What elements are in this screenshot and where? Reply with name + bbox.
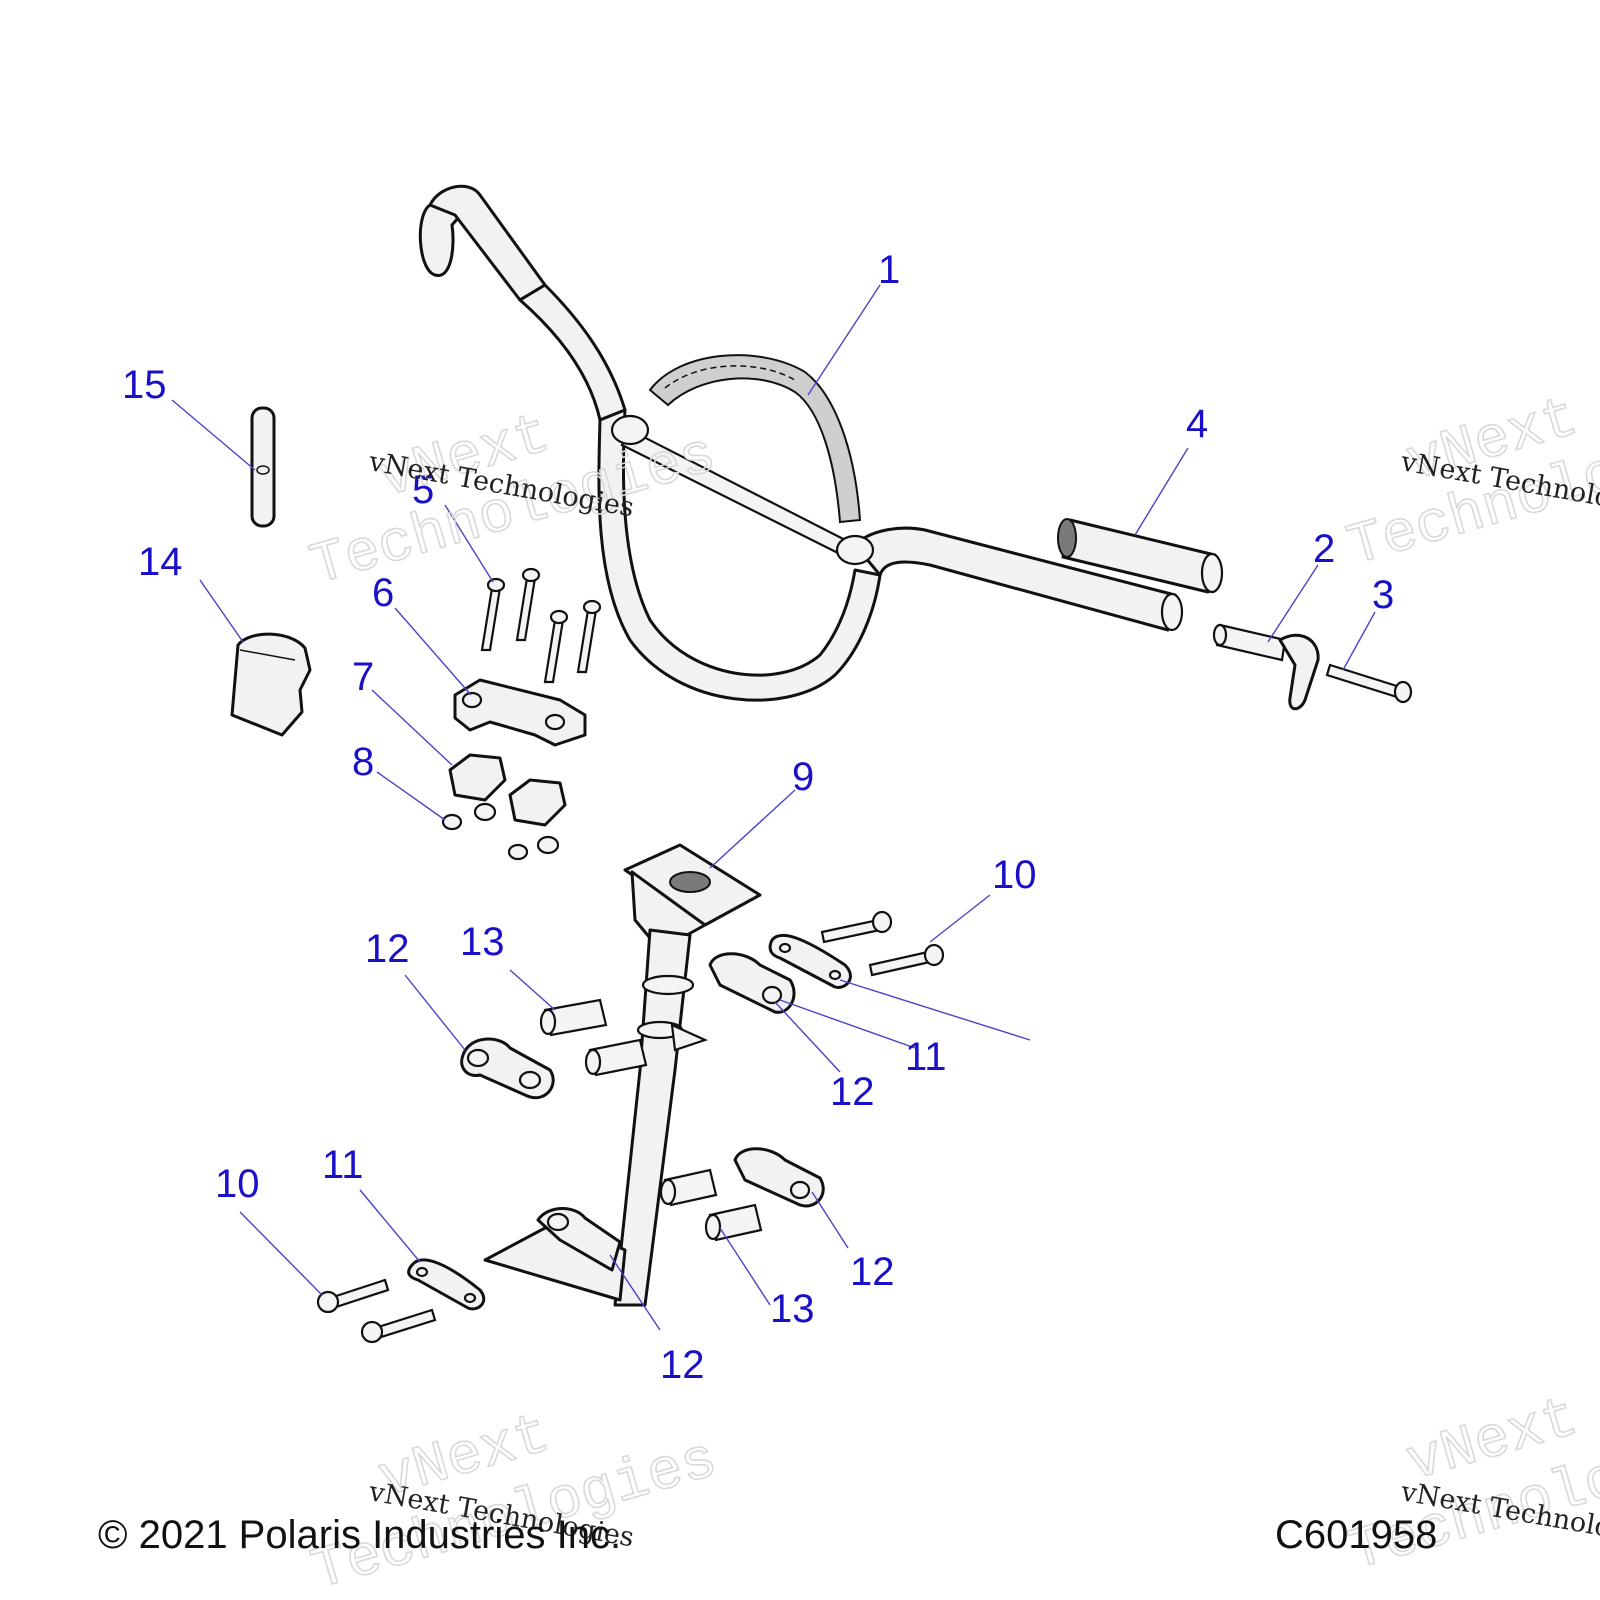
callout-10-upper: 10: [992, 853, 1037, 897]
callout-labels: 1 2 3 4 5 6 7 8 9 10 10 11 11 12 12 12 1…: [122, 248, 1394, 1387]
callout-2: 2: [1313, 527, 1335, 571]
callout-12-a: 12: [365, 927, 410, 971]
clamp-bolts: [480, 567, 602, 684]
callout-11-upper: 11: [905, 1035, 947, 1079]
leader-lines: [171, 284, 1376, 1331]
callout-5: 5: [412, 468, 434, 512]
callout-4: 4: [1186, 402, 1208, 446]
callout-13-a: 13: [460, 920, 505, 964]
callout-10-lower: 10: [215, 1162, 260, 1206]
hand-grip: [1057, 518, 1224, 594]
mounting-bolts: [316, 910, 945, 1344]
copyright-text: © 2021 Polaris Industries Inc.: [98, 1513, 621, 1557]
diagram-code: C601958: [1275, 1513, 1437, 1557]
handlebar-top-clamp: [453, 678, 587, 747]
callout-15: 15: [122, 363, 167, 407]
callout-7: 7: [352, 655, 374, 699]
callout-1: 1: [878, 248, 900, 292]
steering-post: [483, 843, 762, 1307]
callout-8: 8: [352, 740, 374, 784]
clamp-nuts: [441, 802, 560, 861]
handlebar-lower-clamp: [448, 753, 567, 827]
strap-plates: [407, 933, 852, 1311]
callout-13-b: 13: [770, 1287, 815, 1331]
post-clamps: [460, 952, 825, 1208]
watermark-bottom-left: vNext Technologies: [304, 1402, 725, 1600]
callout-9: 9: [792, 755, 814, 799]
callout-14: 14: [138, 540, 183, 584]
throttle-lever: [1212, 623, 1320, 711]
cable-strap: [250, 406, 276, 528]
handlebar: [418, 184, 1184, 702]
switch-cover: [230, 632, 312, 737]
lever-bolt: [1325, 663, 1413, 704]
callout-3: 3: [1372, 573, 1394, 617]
callout-11-lower: 11: [322, 1143, 364, 1187]
callout-6: 6: [372, 571, 394, 615]
callout-12-d: 12: [660, 1343, 705, 1387]
callout-12-b: 12: [830, 1070, 875, 1114]
callout-12-c: 12: [850, 1250, 895, 1294]
